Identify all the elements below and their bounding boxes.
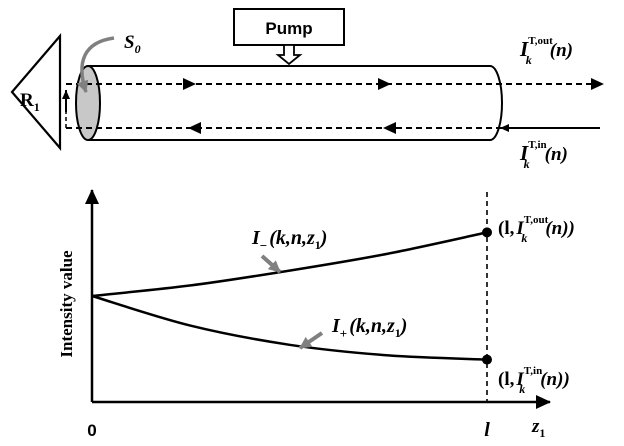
facet-pointer: [76, 36, 115, 93]
mirror-label: R1: [20, 90, 40, 114]
forward-arrowhead-1: [183, 78, 196, 90]
mirror-triangle: [10, 33, 62, 151]
curve-minus-pointer: [260, 254, 282, 274]
endpoint-top: [482, 227, 492, 238]
curve-i-minus: [91, 231, 488, 298]
pump-arrow: [275, 44, 303, 66]
curve-minus-label: I−(k,n,z1): [251, 227, 327, 253]
curve-plus-pointer: [298, 331, 324, 350]
output-arrowhead: [591, 78, 604, 90]
pump-label: Pump: [265, 19, 312, 38]
forward-arrowhead-2: [378, 78, 391, 90]
endpoint-bottom: [482, 354, 492, 365]
x-axis-label: z1: [531, 416, 545, 440]
backward-arrowhead-1: [188, 122, 201, 134]
x-tick-l: l: [484, 419, 490, 441]
pump-box: [233, 8, 345, 46]
curve-i-plus: [91, 294, 488, 361]
y-axis-label: Intensity value: [57, 250, 76, 358]
backward-arrowhead-2: [383, 122, 396, 134]
curve-plus-label: I+(k,n,z1): [331, 315, 407, 341]
x-tick-origin: 0: [87, 421, 96, 440]
facet-label: S0: [124, 32, 141, 56]
